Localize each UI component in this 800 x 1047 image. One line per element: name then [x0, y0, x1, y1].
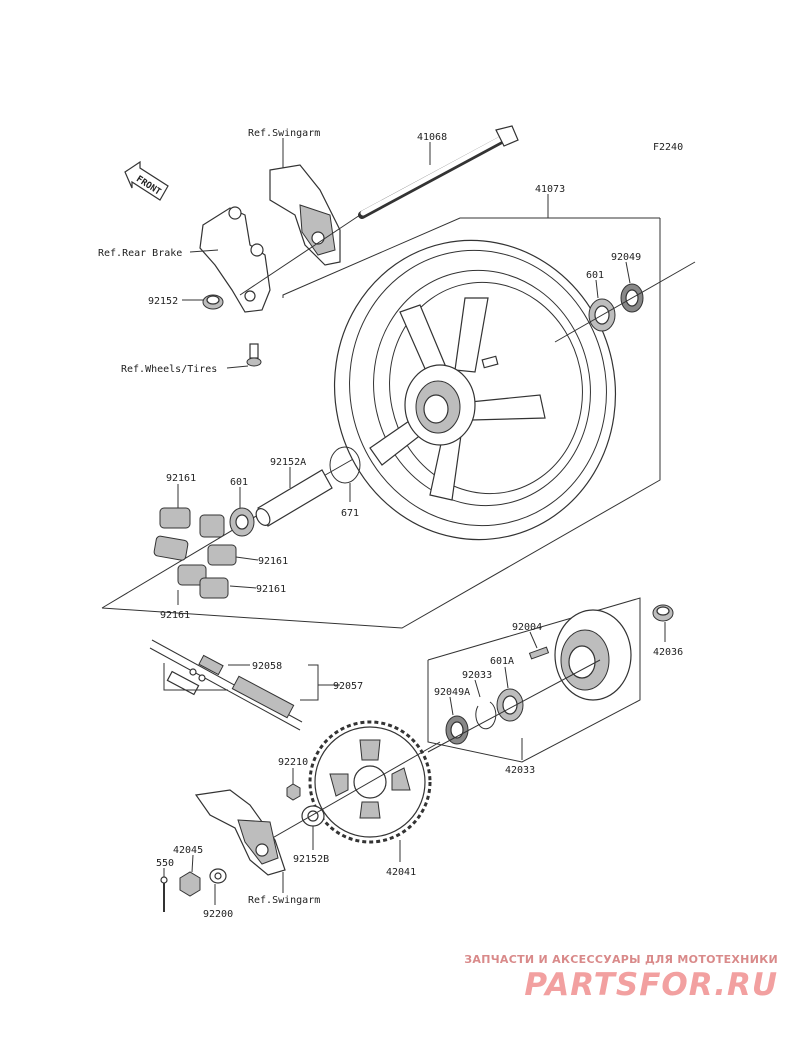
- label-92210: 92210: [278, 757, 308, 768]
- label-601-left: 601: [230, 477, 248, 488]
- axle-41068[interactable]: [358, 125, 519, 219]
- label-92161-b: 92161: [258, 556, 288, 567]
- leader-601A: [504, 666, 509, 689]
- front-arrow-icon: FRONT: [124, 160, 169, 201]
- sleeve-92152A[interactable]: [253, 469, 333, 528]
- rear-brake-bracket[interactable]: [199, 206, 271, 313]
- label-92049A: 92049A: [434, 687, 470, 698]
- watermark-tagline: ЗАПЧАСТИ И АКСЕССУАРЫ ДЛЯ МОТОТЕХНИКИ: [464, 953, 778, 966]
- leader-92004: [529, 631, 538, 649]
- ref-swingarm-top: Ref.Swingarm: [248, 128, 320, 139]
- label-42045: 42045: [173, 845, 203, 856]
- sprocket-hub-42033[interactable]: [554, 609, 632, 701]
- ref-wheels-tires: Ref.Wheels/Tires: [121, 364, 217, 375]
- collar-92152[interactable]: [202, 294, 224, 310]
- master-link-92058[interactable]: [166, 654, 224, 696]
- washer-92200[interactable]: [209, 868, 227, 884]
- label-42033: 42033: [505, 765, 535, 776]
- bracket-92058: [163, 663, 228, 691]
- label-92057: 92057: [333, 681, 363, 692]
- axis-line-lower: [247, 741, 441, 853]
- leader-92049A: [449, 696, 454, 716]
- label-671: 671: [341, 508, 359, 519]
- swingarm-adjuster-top[interactable]: [269, 164, 341, 266]
- watermark-logo: PARTSFOR.RU: [524, 967, 778, 1003]
- label-42041: 42041: [386, 867, 416, 878]
- label-42036: 42036: [653, 647, 683, 658]
- nut-92210[interactable]: [286, 783, 301, 801]
- axis-line-right: [554, 261, 696, 343]
- axle-nut-42045[interactable]: [179, 871, 201, 897]
- axis-line-hub: [427, 659, 601, 753]
- circlip-92033[interactable]: [475, 701, 497, 730]
- leader-92161-c: [229, 585, 257, 589]
- label-41068: 41068: [417, 132, 447, 143]
- label-92049: 92049: [611, 252, 641, 263]
- o-ring-671[interactable]: [329, 446, 361, 484]
- label-92058: 92058: [252, 661, 282, 672]
- drive-chain-92057[interactable]: [149, 639, 303, 731]
- bearing-601A[interactable]: [496, 688, 524, 722]
- stud-92004[interactable]: [528, 646, 550, 660]
- leader-92057: [300, 664, 340, 701]
- seal-92049A[interactable]: [445, 715, 469, 745]
- label-550: 550: [156, 858, 174, 869]
- swingarm-adjuster-bottom[interactable]: [194, 789, 286, 876]
- diagram-code: F2240: [653, 142, 683, 153]
- label-92161-c: 92161: [256, 584, 286, 595]
- leader-92049: [625, 261, 631, 284]
- damper-92161-set[interactable]: [153, 507, 237, 599]
- axis-line-upper: [239, 214, 361, 296]
- hub-assembly-box: [427, 597, 641, 763]
- valve-stem[interactable]: [246, 343, 262, 367]
- assembly-box-bottom: [101, 218, 661, 629]
- assembly-box-top: [282, 217, 660, 298]
- leader-601-top: [595, 279, 599, 299]
- leader-rear-brake: [189, 249, 219, 253]
- cotter-pin-550[interactable]: [160, 876, 168, 912]
- label-92152: 92152: [148, 296, 178, 307]
- ref-swingarm-bottom: Ref.Swingarm: [248, 895, 320, 906]
- collar-42036[interactable]: [652, 604, 674, 622]
- label-601A: 601A: [490, 656, 514, 667]
- leader-92161-b: [235, 556, 259, 561]
- label-92033-a: 92033: [462, 670, 492, 681]
- label-92004: 92004: [512, 622, 542, 633]
- label-92161-d: 92161: [160, 610, 190, 621]
- label-92152B: 92152B: [293, 854, 329, 865]
- ref-rear-brake: Ref.Rear Brake: [98, 248, 182, 259]
- label-601-top: 601: [586, 270, 604, 281]
- bearing-601-left[interactable]: [229, 507, 255, 537]
- label-92152A: 92152A: [270, 457, 306, 468]
- label-92161-a: 92161: [166, 473, 196, 484]
- label-92200: 92200: [203, 909, 233, 920]
- label-41073: 41073: [535, 184, 565, 195]
- collar-92152B[interactable]: [301, 805, 325, 827]
- watermark: ЗАПЧАСТИ И АКСЕССУАРЫ ДЛЯ МОТОТЕХНИКИ PA…: [0, 950, 800, 1047]
- leader-92033-a: [474, 679, 481, 698]
- rear-wheel-41073[interactable]: [307, 214, 643, 566]
- leader-wheels-tires: [226, 365, 249, 369]
- leader-42045: [191, 854, 194, 873]
